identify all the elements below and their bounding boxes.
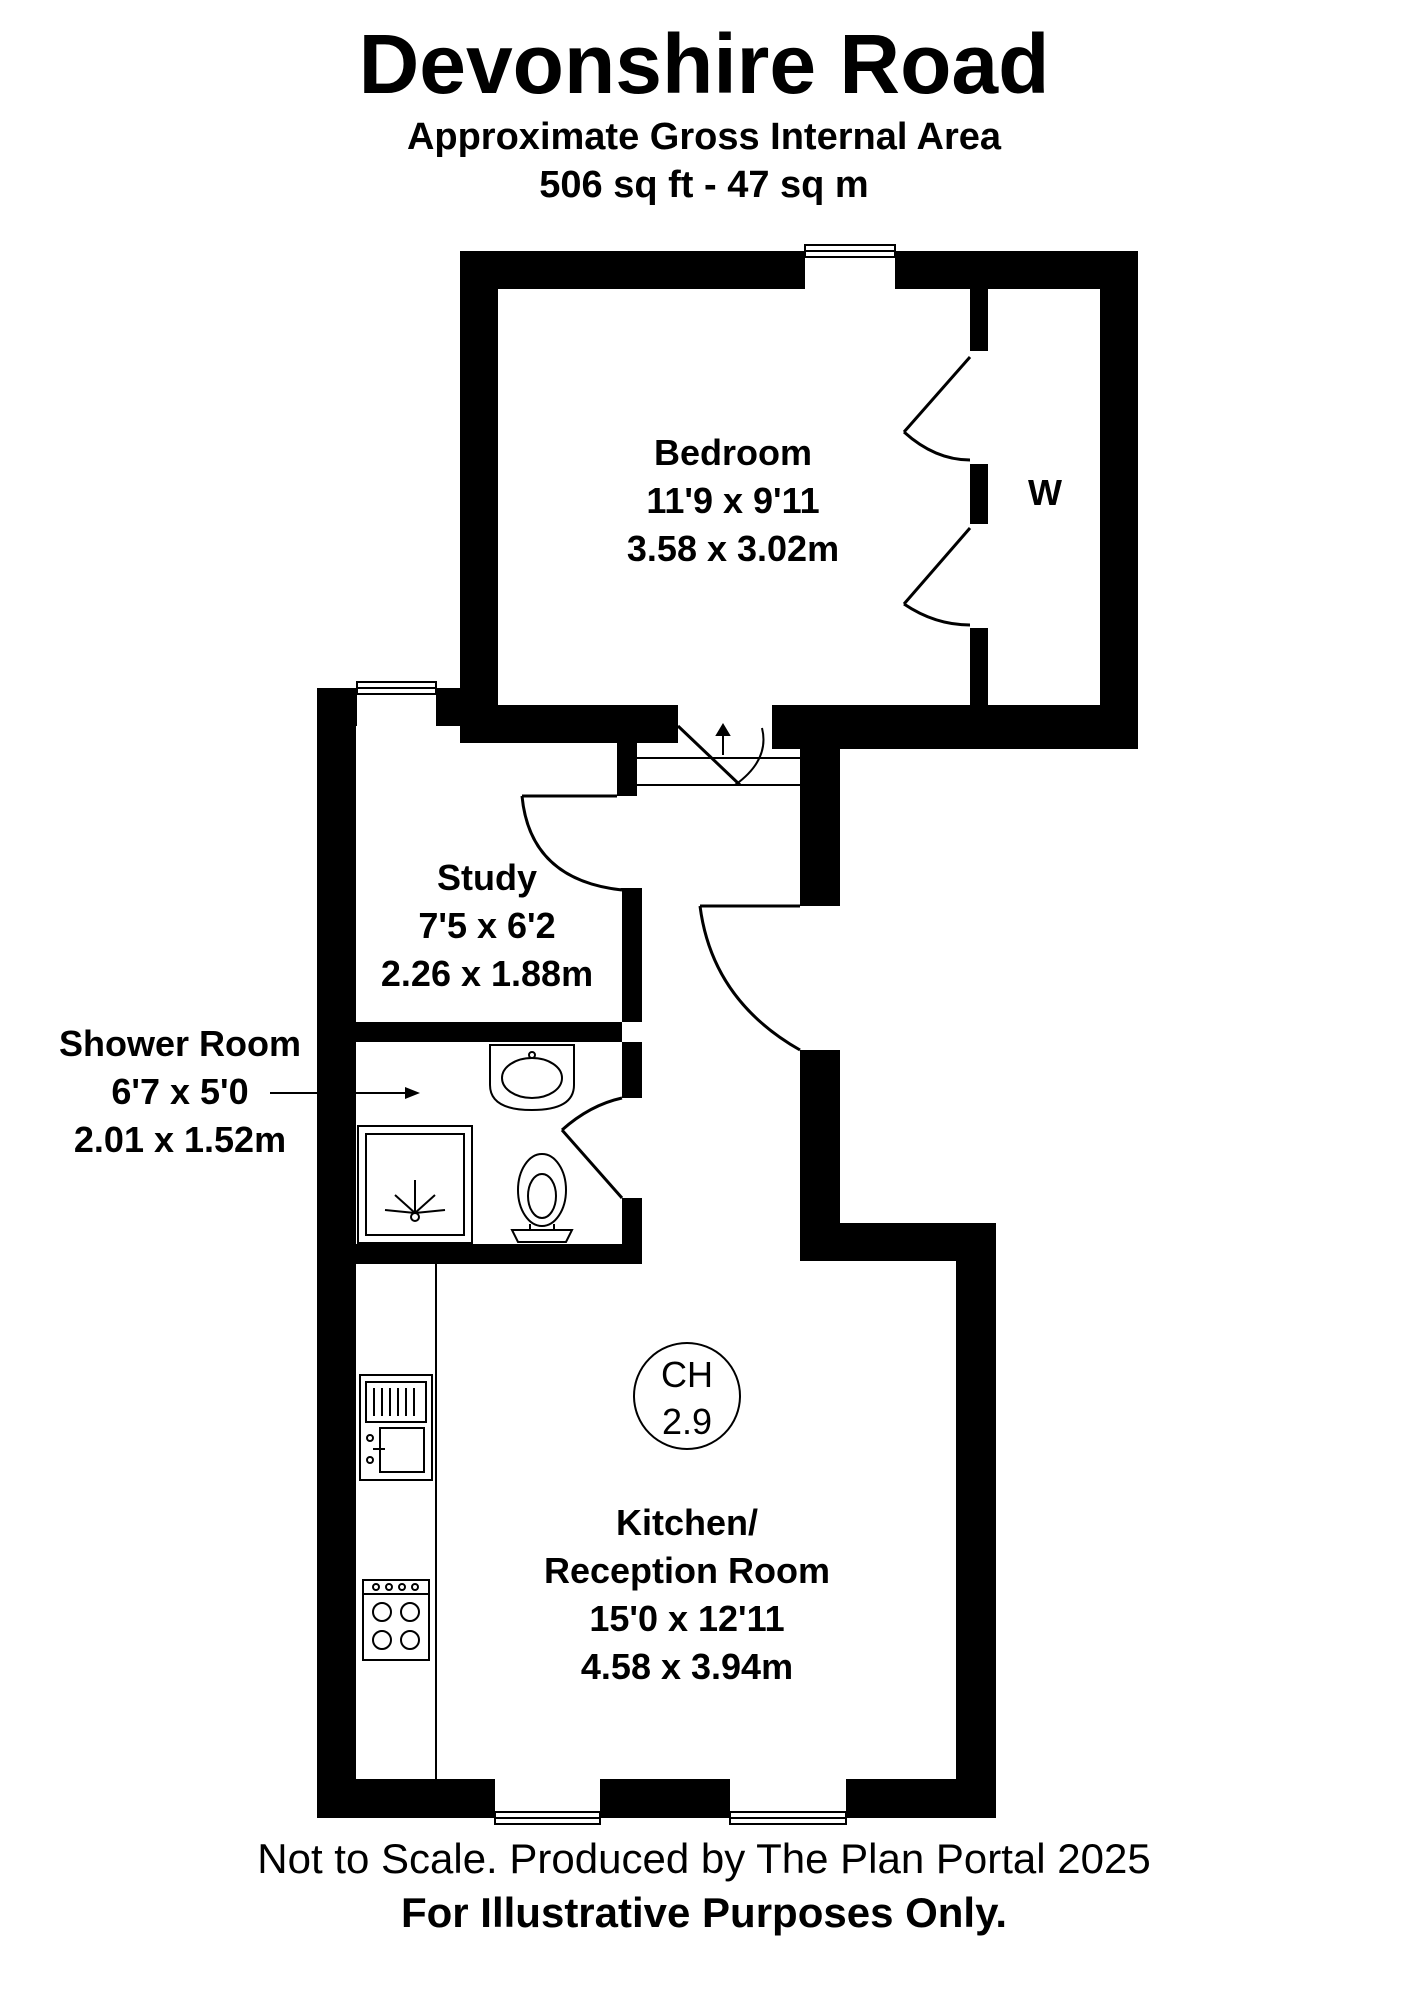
toilet-icon (510, 1153, 574, 1243)
footer-illustrative: For Illustrative Purposes Only. (400, 1889, 1008, 1936)
hob-icon (362, 1579, 430, 1661)
kitchen-name-line2: Reception Room (544, 1550, 830, 1591)
study-window (356, 681, 437, 695)
shower-tray-icon (357, 1125, 473, 1244)
shower-door (560, 1096, 624, 1199)
kitchen-name-line1: Kitchen/ (616, 1502, 758, 1543)
shower-room-imperial: 6'7 x 5'0 (111, 1071, 248, 1112)
shower-room-metric: 2.01 x 1.52m (74, 1119, 286, 1160)
bedroom-imperial: 11'9 x 9'11 (646, 480, 819, 521)
bedroom-name: Bedroom (654, 432, 812, 473)
study-door (520, 794, 624, 892)
kitchen-imperial: 15'0 x 12'11 (589, 1598, 784, 1639)
washbasin-icon (489, 1044, 575, 1112)
study-metric: 2.26 x 1.88m (381, 953, 593, 994)
ceiling-height-value: 2.9 (662, 1401, 712, 1442)
footer-disclaimer: Not to Scale. Produced by The Plan Porta… (257, 1835, 1151, 1882)
area-value: 506 sq ft - 47 sq m (539, 164, 869, 206)
bedroom-window-top (804, 244, 896, 258)
kitchen-metric: 4.58 x 3.94m (581, 1646, 793, 1687)
ceiling-height-marker (633, 1342, 741, 1450)
main-walls (317, 688, 996, 1818)
bedroom-metric: 3.58 x 3.02m (627, 528, 839, 569)
kitchen-windows (494, 1811, 847, 1825)
study-imperial: 7'5 x 6'2 (418, 905, 555, 946)
shower-room-name: Shower Room (59, 1023, 301, 1064)
shower-room-pointer (270, 1087, 420, 1099)
kitchen-sink-icon (359, 1374, 433, 1481)
ceiling-height-label: CH (661, 1354, 713, 1395)
area-label: Approximate Gross Internal Area (406, 116, 1002, 158)
wardrobe-label: W (1028, 472, 1062, 513)
study-name: Study (437, 857, 537, 898)
hall-door (698, 904, 801, 1052)
stairs (637, 723, 800, 787)
wardrobe-doors (902, 356, 972, 627)
plan-title: Devonshire Road (358, 17, 1050, 111)
bedroom-walls (460, 251, 1138, 749)
